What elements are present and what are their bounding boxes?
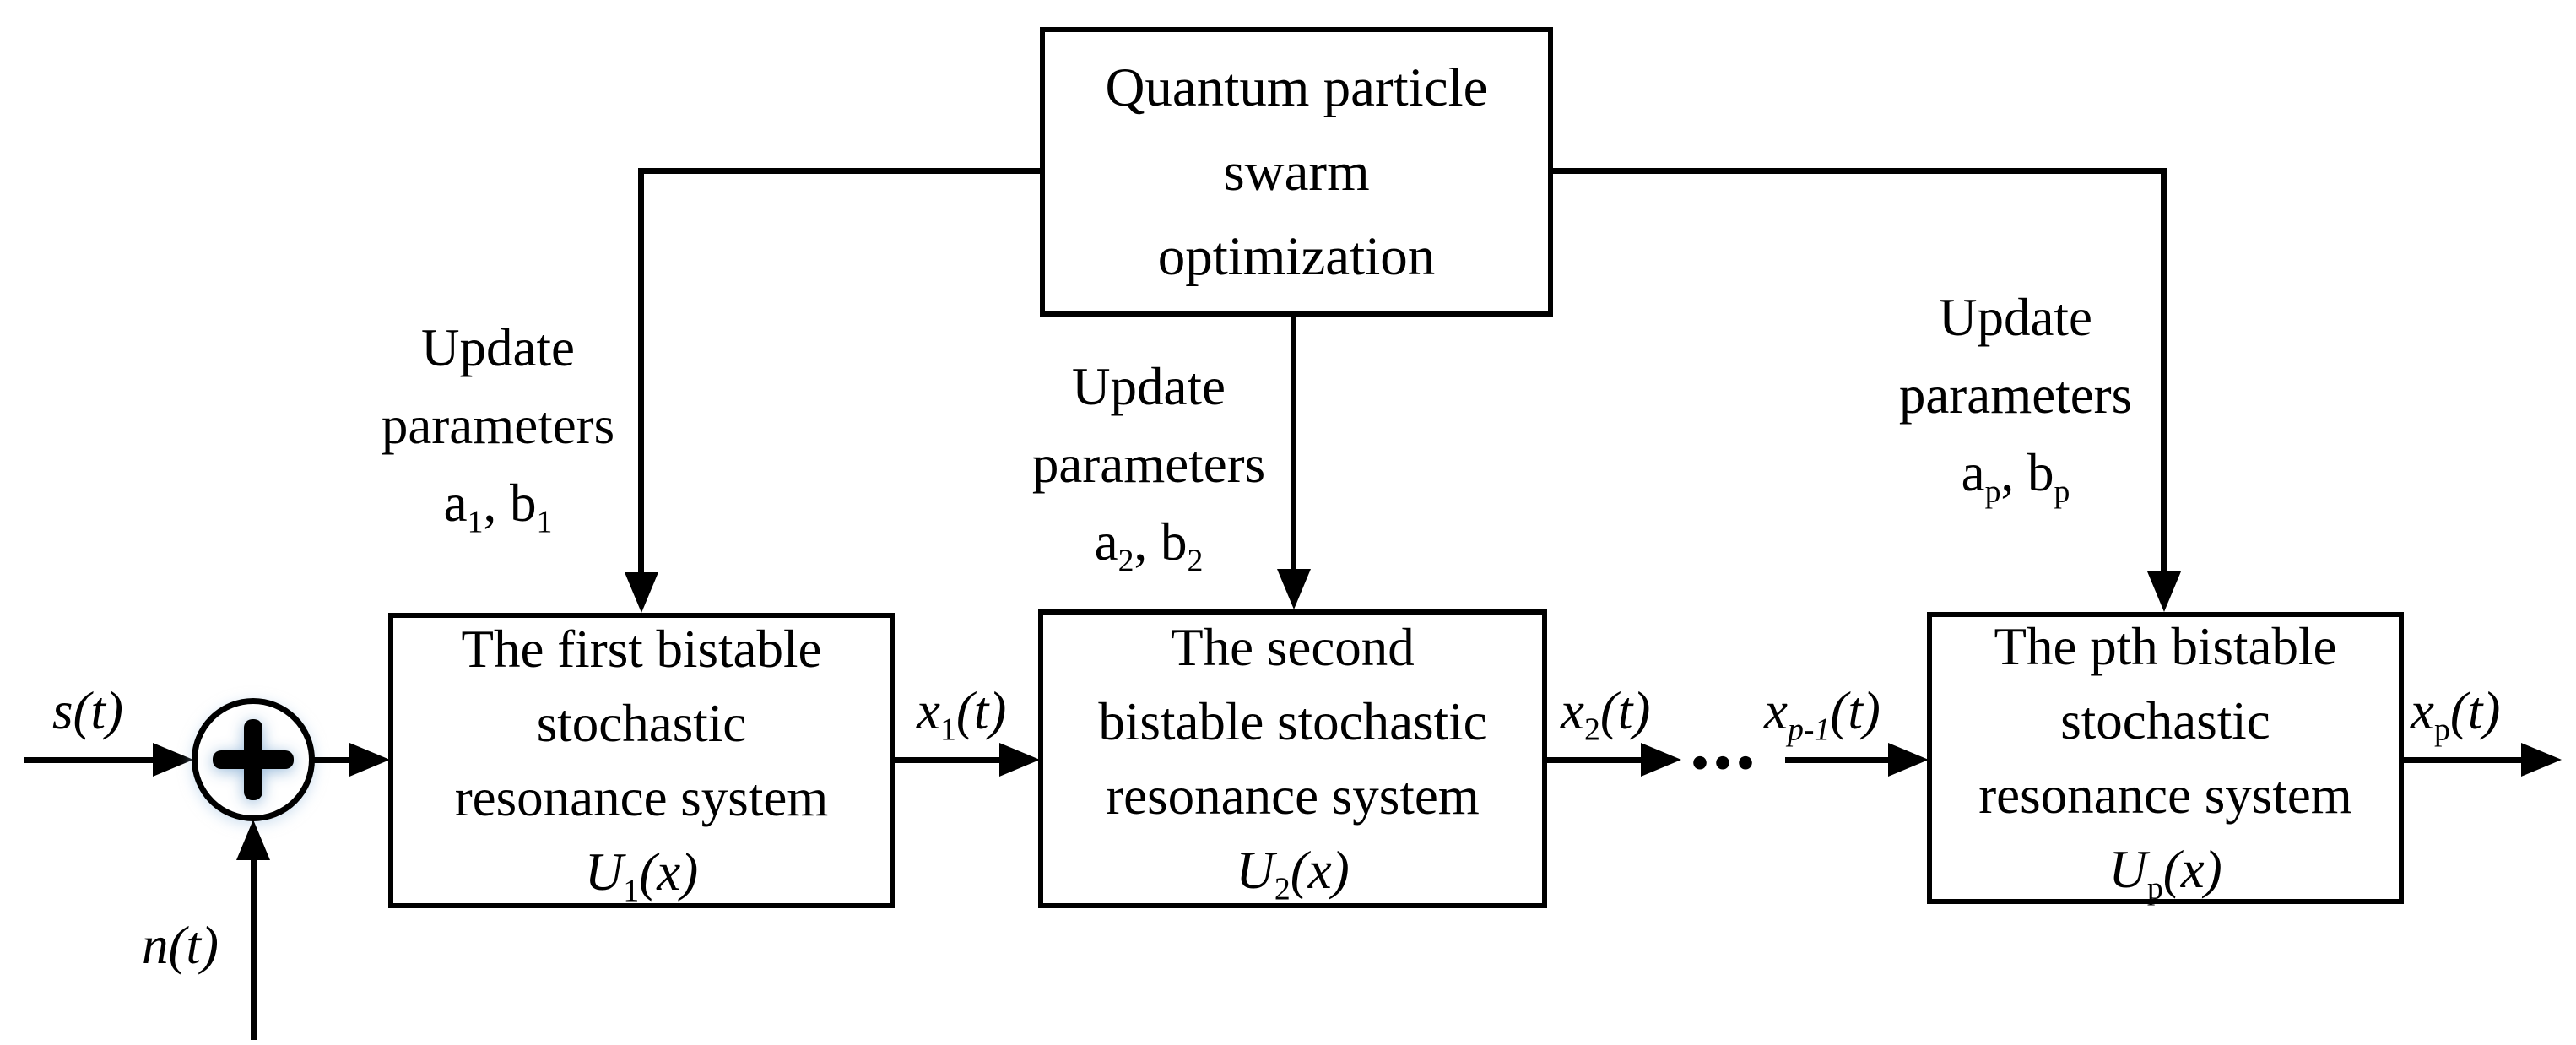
- sr-box-line: resonance system: [1978, 766, 2352, 825]
- wire-dots-to-box3: [1785, 757, 1891, 763]
- wire-qpso-left-vertical: [638, 168, 644, 575]
- update-label-line1: Update: [1072, 357, 1226, 416]
- arrowhead-into-box3: [1888, 743, 1929, 777]
- update-label-line1: Update: [421, 318, 575, 377]
- wire-qpso-right-horizontal: [1553, 168, 2163, 174]
- update-label-2: Update parameters a2, b2: [954, 348, 1344, 581]
- wire-qpso-right-vertical: [2161, 168, 2167, 572]
- update-label-line2: parameters: [1898, 365, 2133, 425]
- wire-s-input: [24, 757, 159, 763]
- sr-box-line: The second: [1171, 618, 1415, 677]
- signal-label-x2: x2(t): [1561, 681, 1651, 748]
- formula-u2: U2(x): [1236, 841, 1350, 907]
- arrowhead-n-into-summer: [236, 820, 270, 860]
- sr-box-3: The pth bistable stochastic resonance sy…: [1927, 612, 2404, 904]
- qpso-line: swarm: [1223, 141, 1370, 203]
- plus-vertical-bar: [244, 719, 262, 800]
- signal-label-x1: x1(t): [917, 681, 1007, 748]
- wire-qpso-middle-vertical: [1291, 317, 1296, 570]
- ellipsis-dots: ...: [1690, 696, 1758, 786]
- sr-box-line: bistable stochastic: [1098, 692, 1487, 751]
- wire-box2-to-dots: [1546, 757, 1643, 763]
- arrowhead-into-box2-top: [1277, 569, 1311, 609]
- arrowhead-box2-output: [1641, 743, 1681, 777]
- sr-box-2: The second bistable stochastic resonance…: [1038, 609, 1547, 908]
- wire-box1-to-box2: [894, 757, 1004, 763]
- arrowhead-into-box1-top: [625, 572, 658, 613]
- signal-label-xp-1: xp-1(t): [1764, 681, 1881, 748]
- formula-u1: U1(x): [584, 842, 699, 909]
- qpso-box: Quantum particle swarm optimization: [1040, 27, 1553, 317]
- sr-box-line: The pth bistable: [1994, 617, 2337, 676]
- sr-box-line: resonance system: [1106, 766, 1480, 826]
- update-label-1: Update parameters a1, b1: [303, 309, 693, 542]
- sr-box-line: resonance system: [454, 768, 829, 827]
- signal-label-xp: xp(t): [2411, 681, 2501, 748]
- qpso-line: optimization: [1157, 225, 1436, 287]
- signal-label-s: s(t): [52, 681, 124, 740]
- plus-icon: [213, 719, 294, 800]
- arrowhead-into-box1: [349, 743, 390, 777]
- arrowhead-final-output: [2521, 743, 2562, 777]
- arrowhead-into-box3-top: [2147, 571, 2181, 612]
- update-label-params: a2, b2: [1094, 512, 1204, 579]
- formula-up: Up(x): [2108, 840, 2222, 907]
- update-label-3: Update parameters ap, bp: [1821, 279, 2211, 512]
- sr-box-line: The first bistable: [461, 620, 822, 679]
- update-label-params: ap, bp: [1961, 443, 2070, 510]
- wire-summer-to-box1: [313, 757, 355, 763]
- wire-box3-output: [2403, 757, 2521, 763]
- sr-box-1: The first bistable stochastic resonance …: [388, 613, 895, 908]
- update-label-line1: Update: [1939, 288, 2092, 347]
- qpso-line: Quantum particle: [1105, 57, 1488, 118]
- arrowhead-into-box2: [999, 743, 1040, 777]
- sr-box-line: stochastic: [536, 694, 747, 753]
- signal-label-n: n(t): [142, 916, 219, 975]
- arrowhead-into-summer: [153, 743, 193, 777]
- sr-box-line: stochastic: [2060, 691, 2270, 750]
- update-label-params: a1, b1: [443, 474, 553, 540]
- wire-qpso-left-horizontal: [641, 168, 1040, 174]
- wire-n-input: [251, 854, 257, 1040]
- update-label-line2: parameters: [381, 396, 615, 455]
- update-label-line2: parameters: [1031, 435, 1266, 494]
